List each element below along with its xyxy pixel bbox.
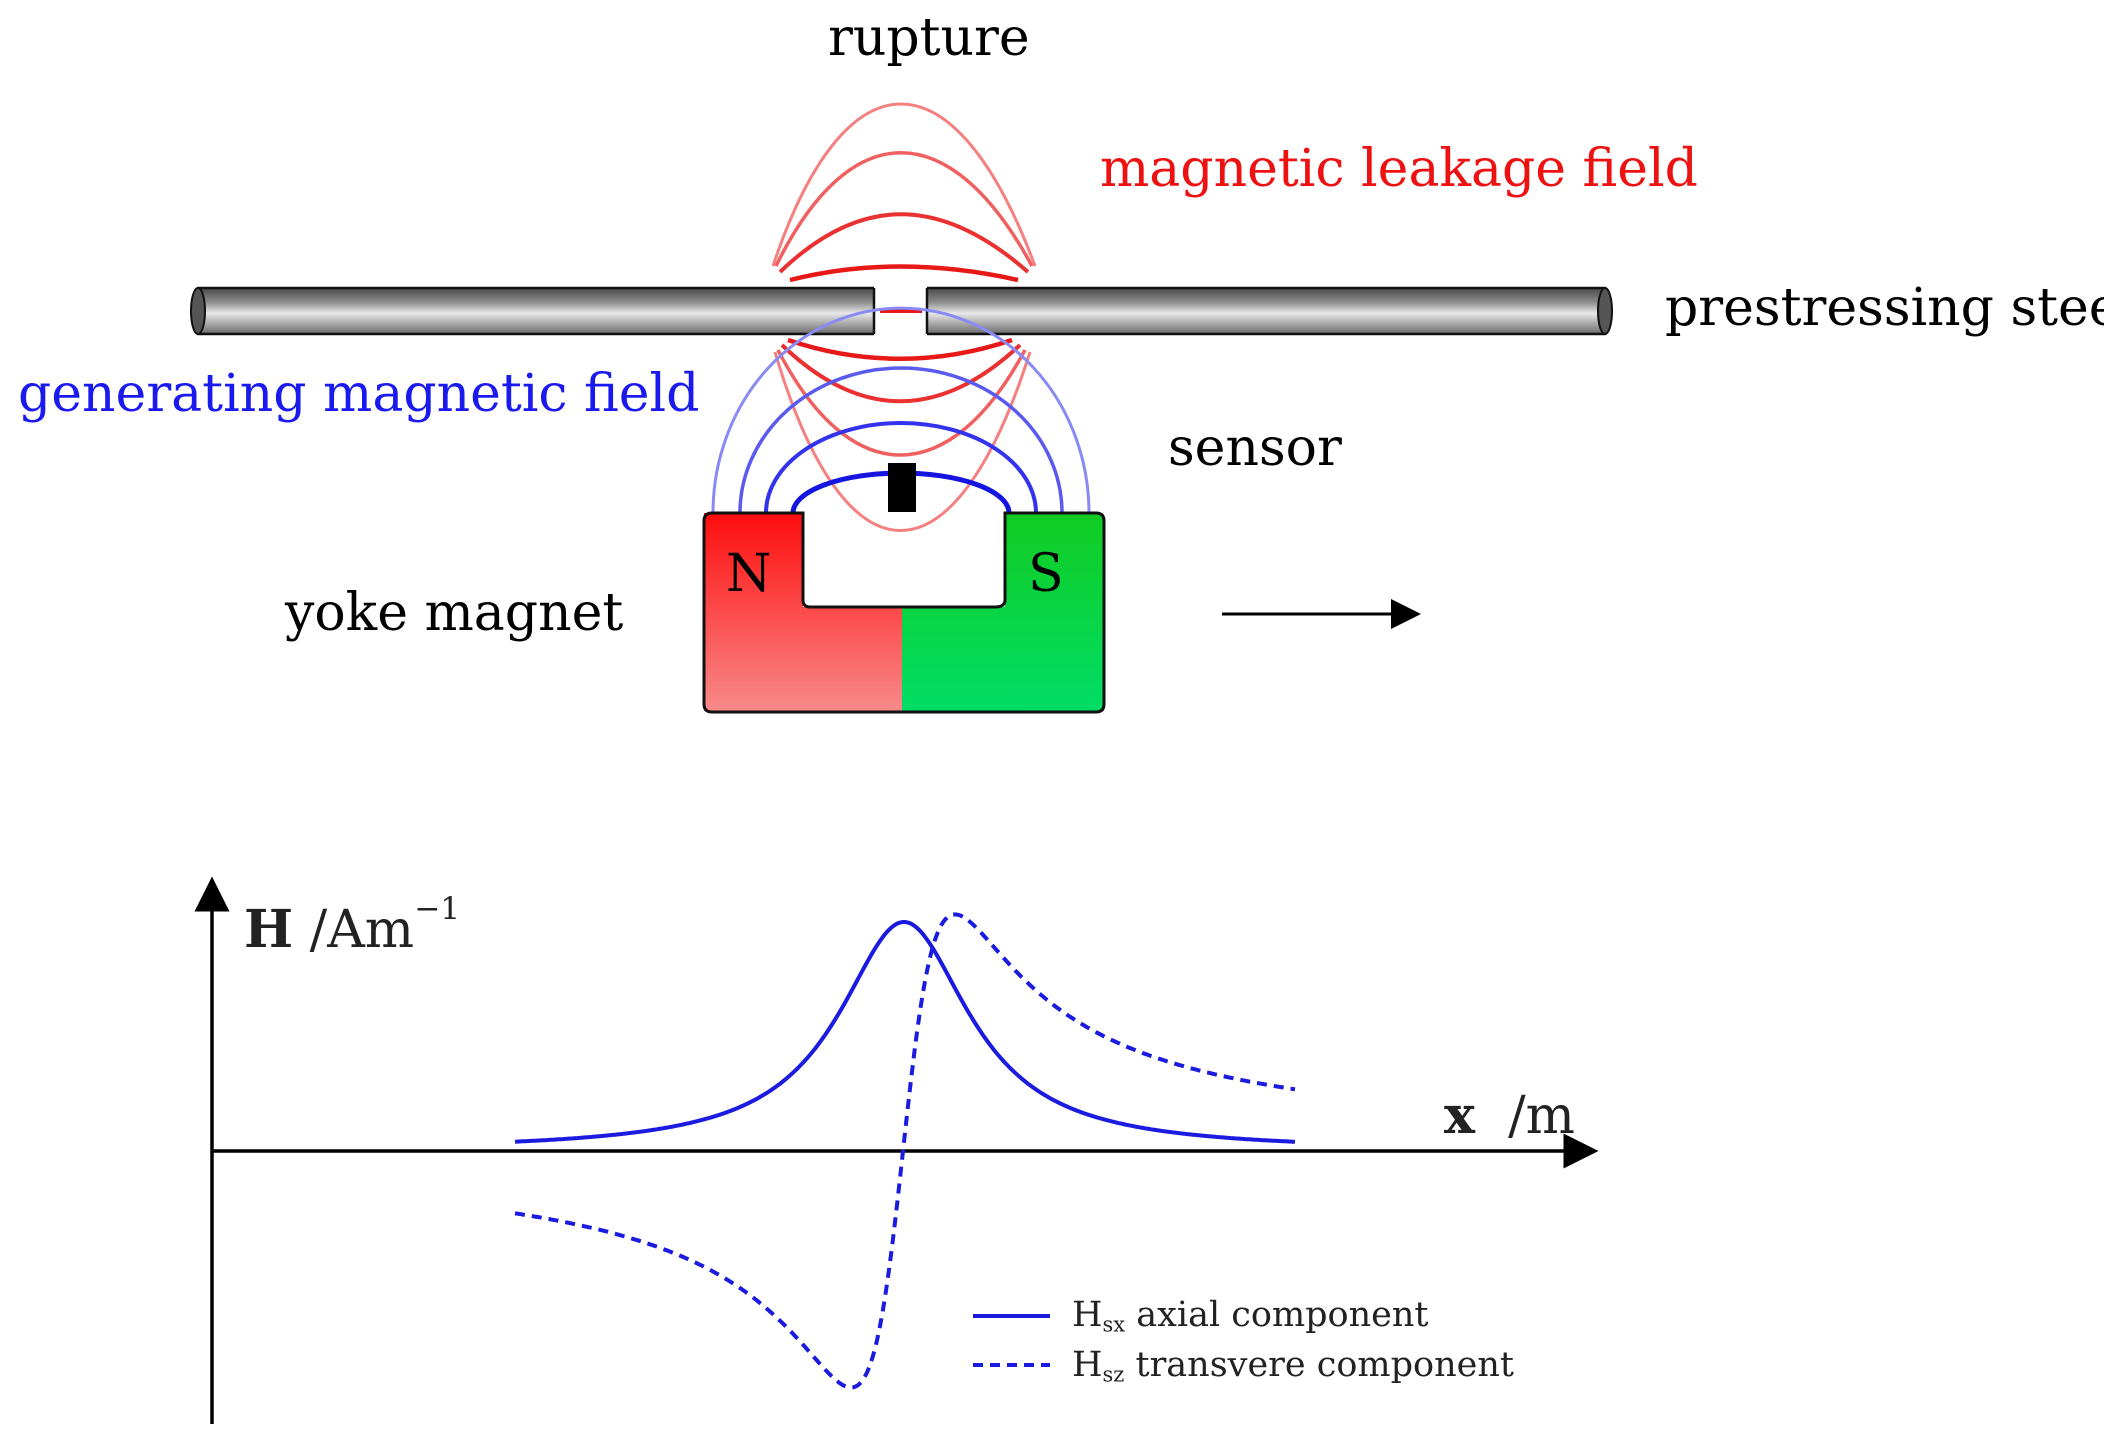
leakage-field-lower (773, 337, 1032, 532)
x-axis-symbol: x (1444, 1085, 1476, 1146)
legend-transverse-label: Hsz transvere component (1072, 1345, 1514, 1387)
y-axis-unit-exponent: −1 (414, 891, 461, 927)
legend-axial-label: Hsx axial component (1072, 1295, 1429, 1337)
y-axis-label: H /Am−1 (244, 891, 461, 956)
y-axis-unit: /Am (309, 900, 415, 961)
north-pole-label: N (726, 544, 772, 604)
yoke-magnet-label: yoke magnet (285, 583, 624, 643)
y-axis-symbol: H (244, 899, 294, 961)
axial-component-curve (514, 920, 1296, 1144)
leakage-field-upper (771, 102, 1037, 283)
x-axis-label: x /m (1444, 1090, 1575, 1143)
leakage-field-label: magnetic leakage field (1100, 139, 1698, 199)
rupture-label: rupture (828, 8, 1030, 68)
sensor-label: sensor (1168, 418, 1342, 478)
x-axis-unit: /m (1508, 1086, 1575, 1146)
yoke-magnet (702, 511, 1106, 714)
transverse-component-curve (514, 912, 1296, 1390)
south-pole-label: S (1028, 544, 1064, 604)
prestressing-steel-label: prestressing steel (1665, 278, 2104, 338)
generating-field-label: generating magnetic field (18, 364, 700, 424)
sensor-block (888, 463, 916, 512)
prestressing-steel-bar (190, 285, 1613, 337)
